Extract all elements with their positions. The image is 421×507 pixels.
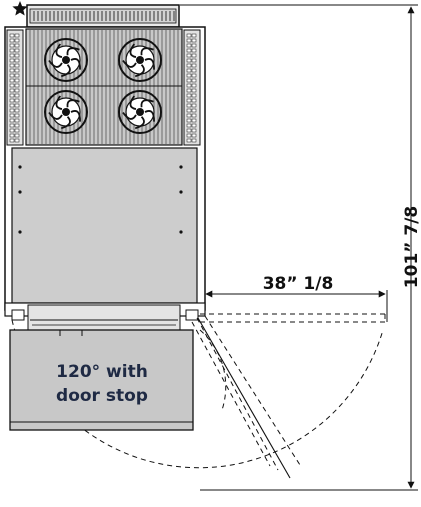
door-stop-note-line2: door stop bbox=[56, 386, 148, 406]
fan-icon bbox=[44, 90, 88, 134]
fan-icon bbox=[118, 38, 162, 82]
fan-grille bbox=[25, 28, 183, 146]
door-hinge-frame bbox=[4, 302, 206, 331]
right-side-vent bbox=[183, 29, 201, 146]
door-open-120-position bbox=[191, 315, 301, 471]
door-stop-note-line1: 120° with bbox=[56, 362, 148, 382]
door-panel bbox=[9, 329, 194, 431]
fan-icon bbox=[118, 90, 162, 134]
door-open-90-position bbox=[200, 313, 386, 323]
top-rail bbox=[26, 4, 180, 28]
door-open-120-edge bbox=[197, 317, 291, 479]
cabinet-front-panel bbox=[11, 147, 198, 304]
star-icon bbox=[12, 1, 28, 16]
height-dimension: 101” 7/8 bbox=[180, 4, 421, 491]
fan-icon bbox=[44, 38, 88, 82]
left-side-vent bbox=[6, 29, 24, 146]
width-dimension-label: 38” 1/8 bbox=[263, 274, 334, 294]
width-dimension: 38” 1/8 bbox=[205, 274, 388, 322]
height-dimension-label: 101” 7/8 bbox=[402, 206, 421, 288]
